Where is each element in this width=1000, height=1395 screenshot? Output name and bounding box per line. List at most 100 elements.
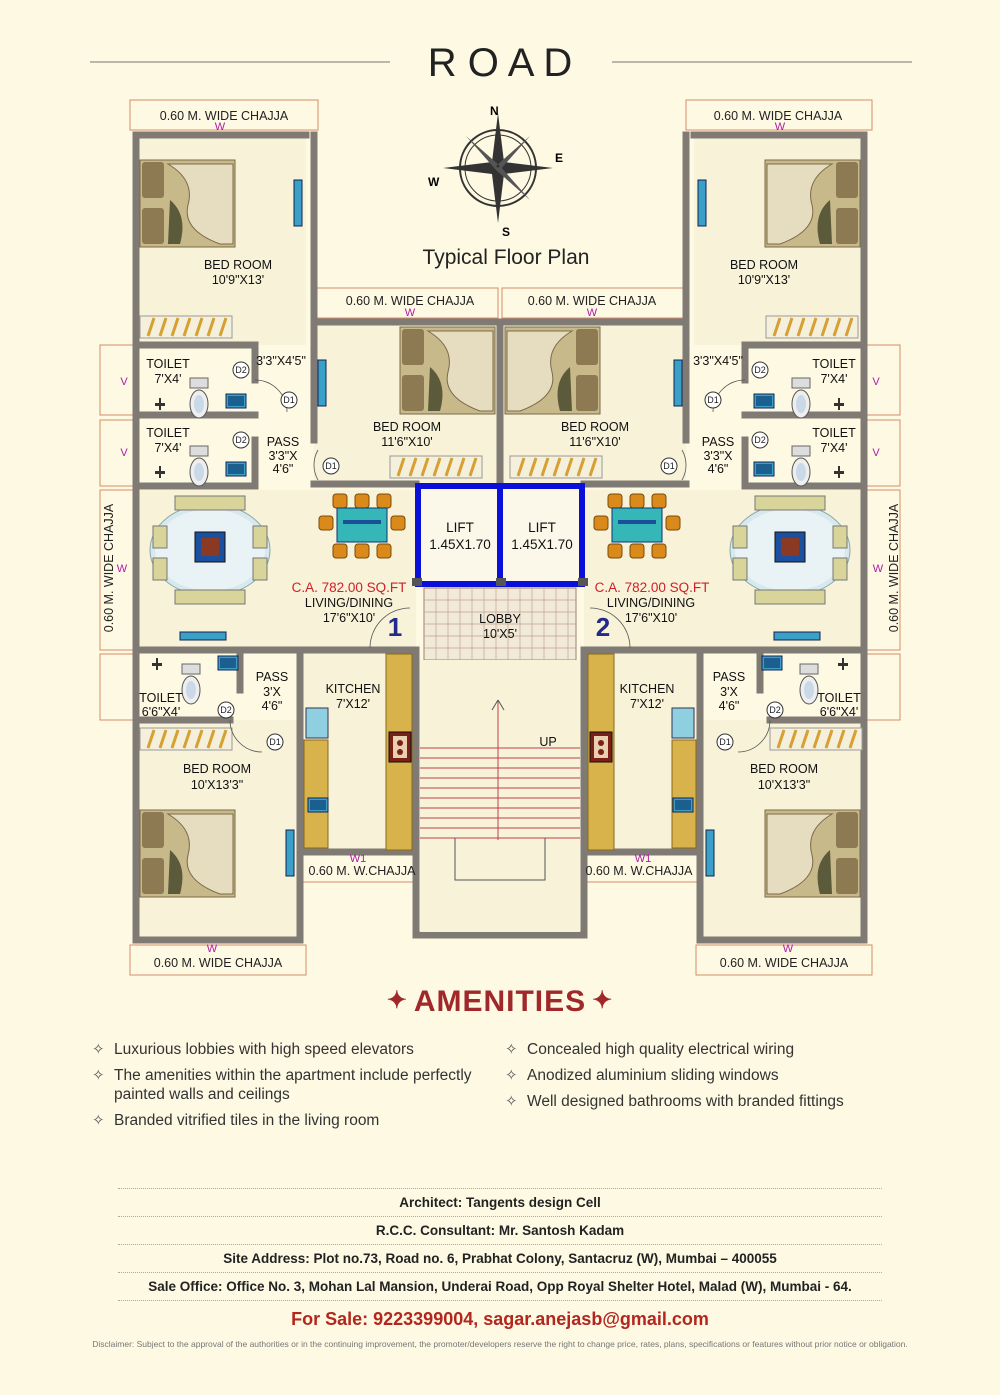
room-size: 7'X4' [154, 372, 181, 386]
room-label: LIFT [528, 520, 556, 535]
room-size: 3'3"X4'5" [693, 354, 743, 368]
flat-number-1: 1 [388, 612, 402, 642]
rcc-consultant-credit: R.C.C. Consultant: Mr. Santosh Kadam [375, 1223, 625, 1238]
svg-text:V: V [872, 376, 880, 388]
room-label: TOILET [146, 357, 190, 371]
amenities-list-left: ✧Luxurious lobbies with high speed eleva… [92, 1040, 492, 1137]
amenity-item: ✧Anodized aluminium sliding windows [505, 1067, 779, 1084]
room-size: 17'6"X10' [323, 611, 375, 625]
svg-text:W: W [405, 307, 416, 319]
staircase [420, 660, 580, 932]
svg-text:S: S [502, 225, 510, 239]
sparkle-bullet-icon: ✧ [92, 1067, 105, 1084]
room-size: 6'6"X4' [820, 705, 858, 719]
room-size: 10'9"X13' [738, 273, 790, 287]
room-label: PASS [256, 670, 288, 684]
svg-text:W: W [873, 563, 884, 575]
room-label: TOILET [812, 357, 856, 371]
room-size: 11'6"X10' [381, 435, 432, 449]
door-tag-d2: D2 [751, 361, 769, 379]
sparkle-bullet-icon: ✧ [92, 1041, 105, 1058]
amenities-list-right: ✧Concealed high quality electrical wirin… [505, 1040, 925, 1118]
chajja-label-bottom-right: 0.60 M. WIDE CHAJJA [720, 956, 849, 970]
svg-text:V: V [872, 447, 880, 459]
room-size: 4'6" [273, 462, 294, 476]
door-tag-d1: D1 [704, 391, 722, 409]
chajja-label-mid-right: 0.60 M. WIDE CHAJJA [528, 294, 657, 308]
amenity-item: ✧Branded vitrified tiles in the living r… [92, 1112, 380, 1129]
room-label: PASS [713, 670, 745, 684]
divider [118, 1300, 882, 1301]
svg-text:W: W [207, 943, 218, 955]
amenity-item: ✧Well designed bathrooms with branded fi… [505, 1093, 844, 1110]
chajja-label-bottom-left: 0.60 M. WIDE CHAJJA [154, 956, 283, 970]
door-tag-d1: D1 [280, 391, 298, 409]
door-tag-d2: D2 [232, 431, 250, 449]
compass-rose-icon: N E S W [428, 104, 563, 239]
svg-text:W: W [117, 563, 128, 575]
room-label: BED ROOM [561, 420, 629, 434]
room-size: 10'X13'3" [191, 778, 243, 792]
divider [118, 1272, 882, 1273]
svg-text:N: N [490, 104, 499, 118]
room-label: LIVING/DINING [305, 596, 393, 610]
door-tag-d1: D1 [266, 733, 284, 751]
door-tag-d2: D2 [217, 701, 235, 719]
svg-text:D2: D2 [754, 365, 766, 375]
sparkle-bullet-icon: ✧ [505, 1067, 518, 1084]
lobby-floor [423, 587, 577, 661]
svg-text:D2: D2 [235, 435, 247, 445]
svg-text:D1: D1 [325, 461, 337, 471]
room-size: 17'6"X10' [625, 611, 677, 625]
plan-title: Typical Floor Plan [423, 246, 590, 269]
floor-plan: R O A D N E S W Typical Floor Plan [90, 41, 912, 976]
room-size: 4'6" [719, 699, 740, 713]
room-label: BED ROOM [183, 762, 251, 776]
room-label: TOILET [139, 691, 183, 705]
stair-up-label: UP [539, 735, 556, 749]
carpet-area-flat-1: C.A. 782.00 SQ.FT [292, 580, 407, 595]
sparkle-bullet-icon: ✧ [505, 1093, 518, 1110]
door-tag-d1: D1 [660, 457, 678, 475]
room-size: 7'X4' [820, 372, 847, 386]
chajja-label-side-right: 0.60 M. WIDE CHAJJA [887, 503, 901, 632]
room-size: 10'X5' [483, 627, 517, 641]
amenities-title: ✦AMENITIES✦ [386, 985, 614, 1018]
carpet-area-flat-2: C.A. 782.00 SQ.FT [595, 580, 710, 595]
star-icon: ✦ [386, 987, 408, 1014]
svg-text:D1: D1 [663, 461, 675, 471]
door-tag-d2: D2 [751, 431, 769, 449]
svg-text:D1: D1 [707, 395, 719, 405]
svg-text:D2: D2 [754, 435, 766, 445]
svg-text:V: V [120, 376, 128, 388]
svg-text:D2: D2 [769, 705, 781, 715]
door-tag-d1: D1 [716, 733, 734, 751]
room-size: 7'X4' [154, 441, 181, 455]
room-label: BED ROOM [373, 420, 441, 434]
room-label: LIVING/DINING [607, 596, 695, 610]
chajja-label-side-left: 0.60 M. WIDE CHAJJA [102, 503, 116, 632]
road-label: R O A D [428, 41, 573, 85]
svg-text:W: W [775, 121, 786, 133]
room-size: 6'6"X4' [142, 705, 180, 719]
room-size: 11'6"X10' [569, 435, 620, 449]
svg-text:D1: D1 [269, 737, 281, 747]
svg-text:D2: D2 [235, 365, 247, 375]
amenity-item: ✧Concealed high quality electrical wirin… [505, 1041, 795, 1058]
svg-text:W: W [215, 121, 226, 133]
divider [118, 1216, 882, 1217]
room-size: 7'X12' [336, 697, 370, 711]
svg-text:W1: W1 [635, 853, 652, 865]
divider [118, 1188, 882, 1189]
svg-text:D2: D2 [220, 705, 232, 715]
svg-text:D1: D1 [283, 395, 295, 405]
room-size: 10'9"X13' [212, 273, 264, 287]
door-tag-d1: D1 [322, 457, 340, 475]
architect-credit: Architect: Tangents design Cell [399, 1195, 601, 1210]
divider [118, 1244, 882, 1245]
room-label: BED ROOM [204, 258, 272, 272]
room-size: 1.45X1.70 [429, 537, 491, 552]
svg-text:W: W [783, 943, 794, 955]
svg-text:W1: W1 [350, 853, 367, 865]
room-size: 4'6" [708, 462, 729, 476]
